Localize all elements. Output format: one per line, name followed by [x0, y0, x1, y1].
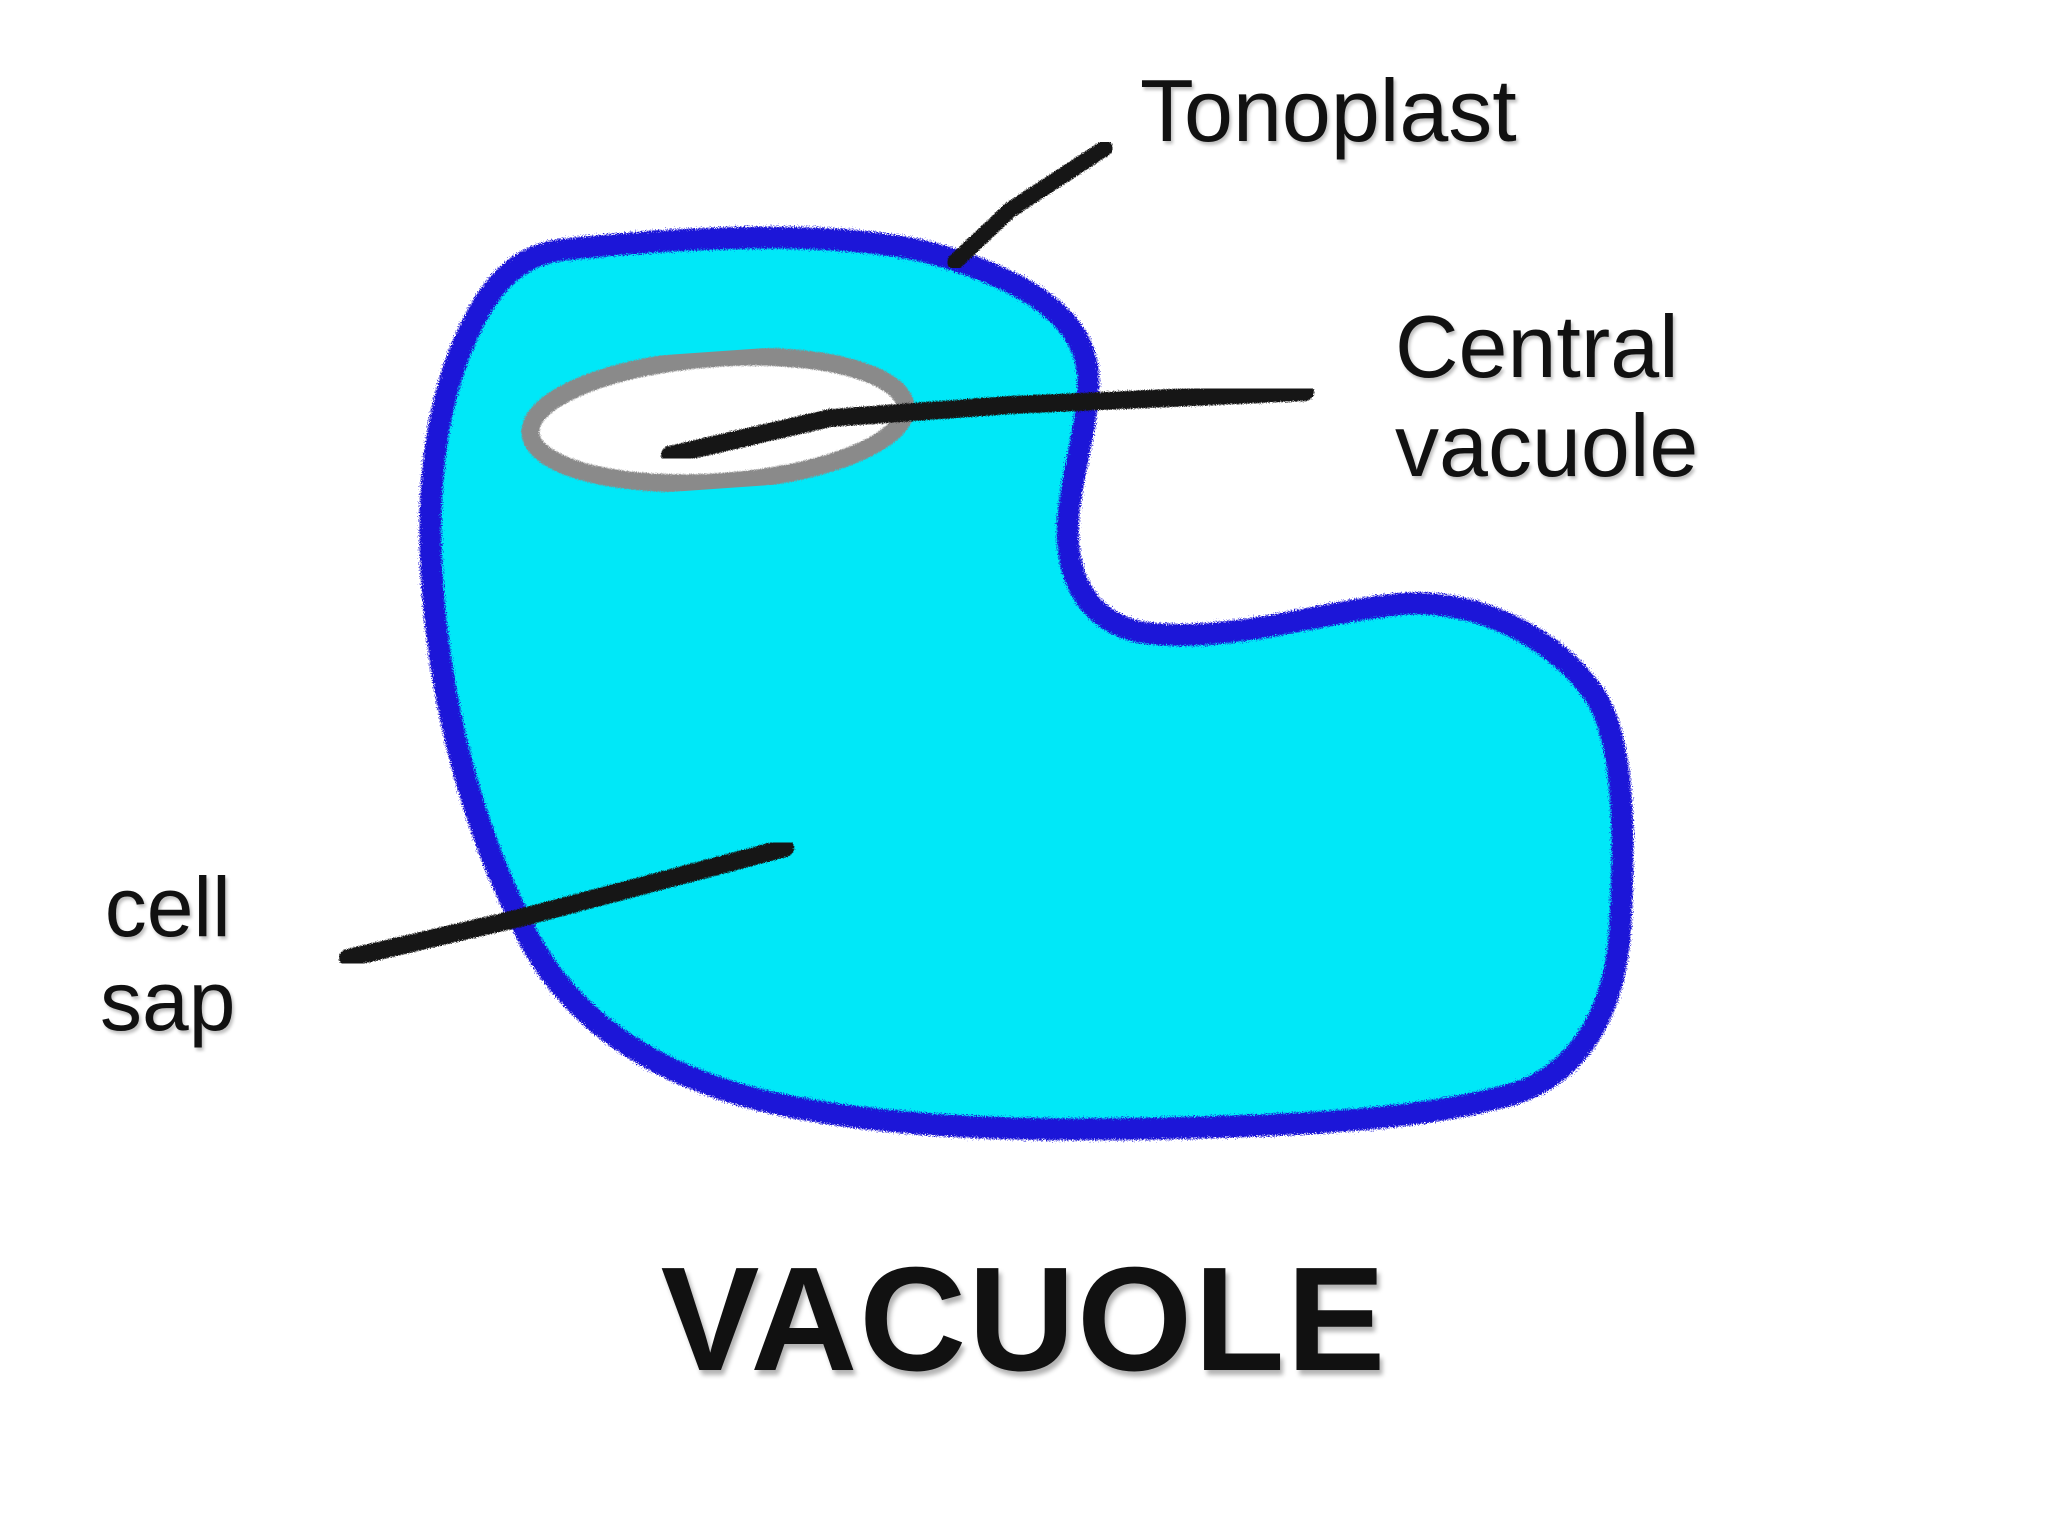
cell-sap-label-line-1: cell — [104, 860, 231, 954]
central-vacuole-label-line-1: Central — [1395, 297, 1679, 396]
cell-sap-label-line-2: sap — [100, 954, 236, 1049]
tonoplast-label: Tonoplast — [1140, 61, 1517, 160]
central-vacuole-label-line-2: vacuole — [1395, 395, 1699, 495]
cell-sap-leader-line — [339, 839, 794, 967]
central-vacuole-leader-line — [661, 383, 1314, 464]
diagram-title: VACUOLE — [660, 1237, 1388, 1402]
central-vacuole-label: Central vacuole — [1395, 297, 1699, 495]
cell-sap-label: cell sap — [100, 860, 235, 1048]
tonoplast-leader-line — [947, 140, 1113, 270]
